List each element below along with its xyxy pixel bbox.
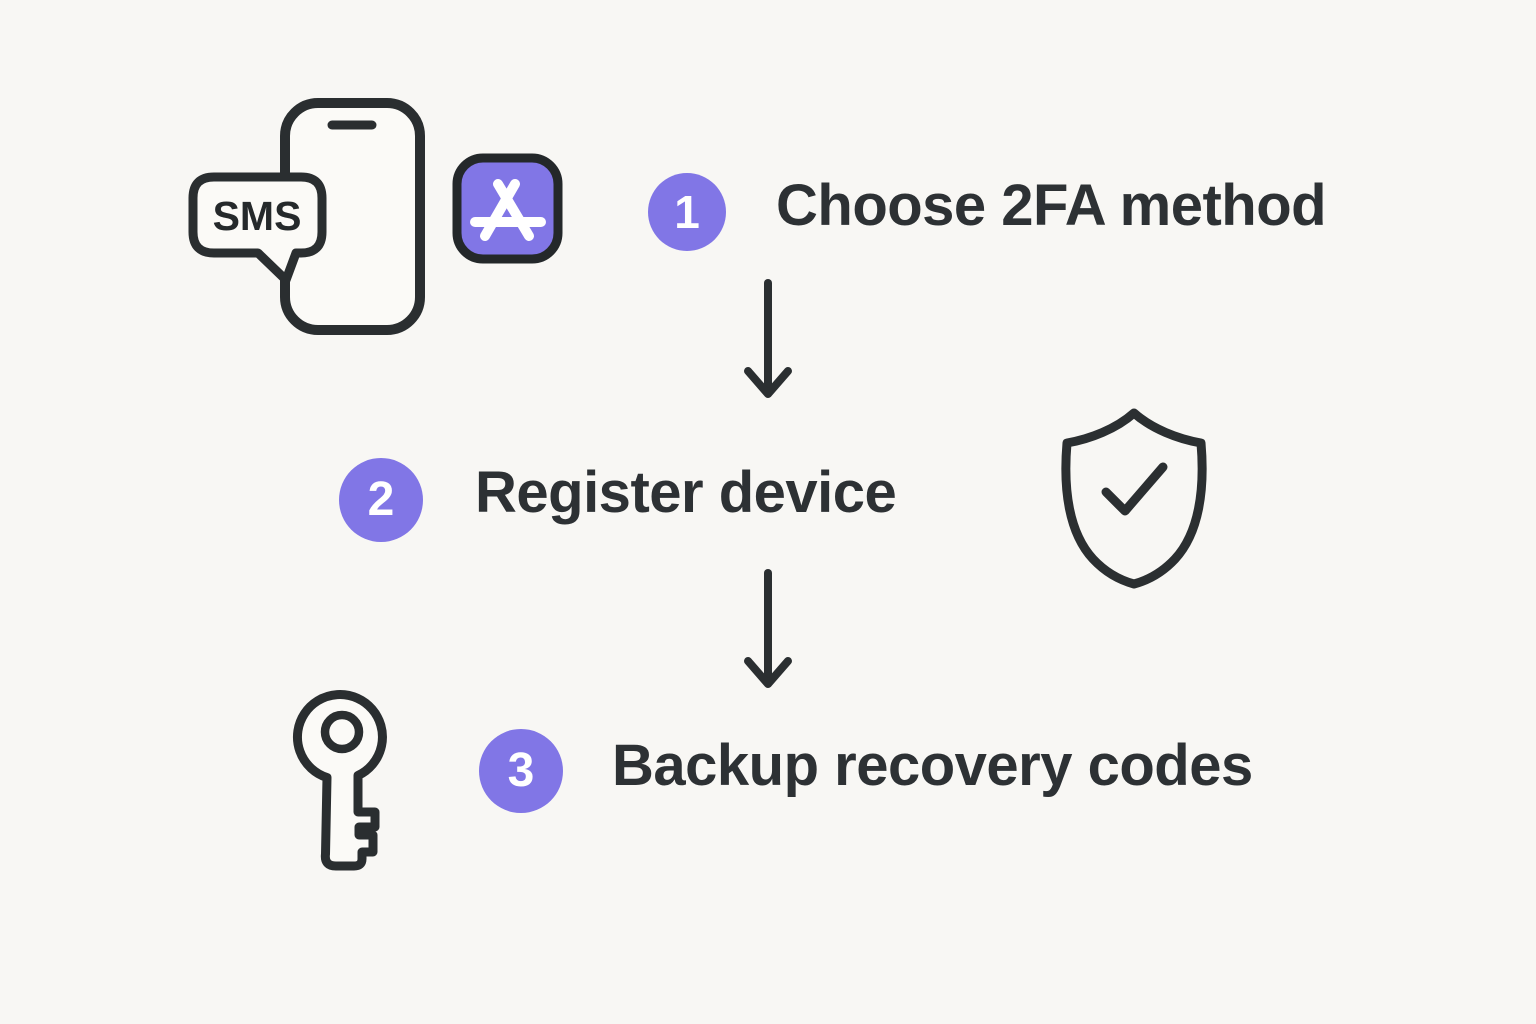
- sms-speech-bubble-icon: SMS: [188, 172, 327, 285]
- shield-check-icon: [1061, 408, 1207, 589]
- app-store-a-glyph: [470, 179, 546, 241]
- checkmark-icon: [1101, 462, 1168, 516]
- step-1-badge: 1: [648, 173, 726, 251]
- key-hole: [320, 710, 364, 754]
- key-icon: [292, 690, 387, 871]
- arrow-down-icon: [744, 279, 792, 398]
- step-2-label: Register device: [475, 460, 897, 525]
- app-store-icon: [452, 153, 563, 264]
- step-2-badge: 2: [339, 458, 423, 542]
- sms-bubble-label: SMS: [213, 193, 302, 239]
- step-1-number: 1: [674, 186, 700, 238]
- step-3-number: 3: [507, 744, 535, 797]
- step-3-badge: 3: [479, 729, 563, 813]
- step-3-label: Backup recovery codes: [612, 733, 1253, 798]
- step-2-number: 2: [367, 473, 395, 526]
- step-1-label: Choose 2FA method: [776, 173, 1327, 238]
- arrow-down-icon: [744, 569, 792, 688]
